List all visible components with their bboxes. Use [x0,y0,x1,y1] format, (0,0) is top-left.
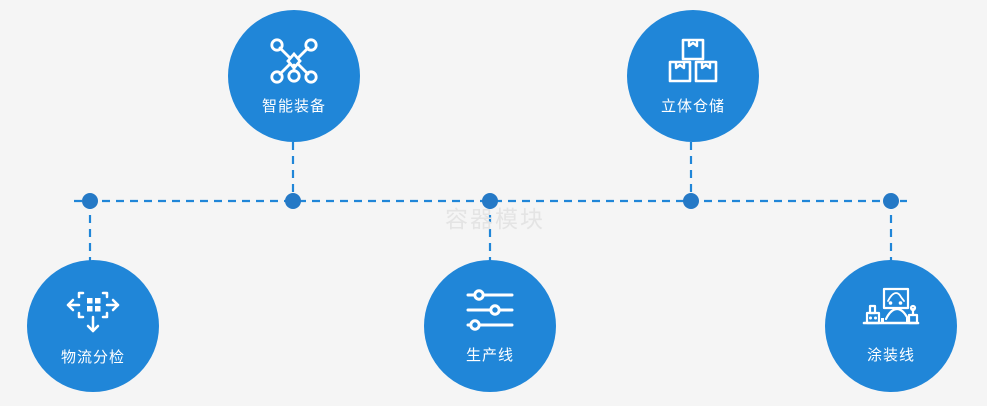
junction-dot [285,193,301,209]
stacked-boxes-icon [667,36,719,84]
node-warehouse[interactable]: 立体仓储 [627,10,759,142]
node-production[interactable]: 生产线 [424,260,556,392]
junction-dot [482,193,498,209]
node-smart-equipment[interactable]: 智能装备 [228,10,360,142]
junction-dot [683,193,699,209]
paint-booth-icon [862,287,920,333]
node-label: 物流分检 [60,348,125,366]
network-nodes-icon [268,36,320,84]
junction-dot [883,193,899,209]
node-painting[interactable]: 涂装线 [825,260,957,392]
node-label: 涂装线 [866,346,915,364]
node-label: 生产线 [465,346,514,364]
sliders-icon [462,287,518,333]
junction-dot [82,193,98,209]
node-label: 智能装备 [261,97,326,115]
node-label: 立体仓储 [660,97,725,115]
sorting-arrows-icon [65,285,121,335]
node-sorting[interactable]: 物流分检 [27,260,159,392]
